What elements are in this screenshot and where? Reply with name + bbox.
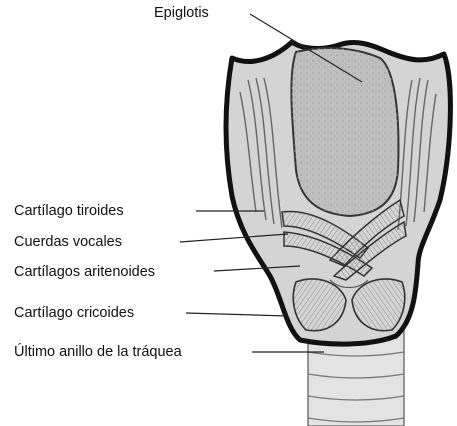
label-last-tracheal-ring: Último anillo de la tráquea <box>14 345 182 360</box>
label-thyroid-cartilage: Cartílago tiroides <box>14 204 124 219</box>
leader-cricoid <box>186 313 288 316</box>
label-epiglottis: Epiglotis <box>154 6 209 21</box>
label-cricoid-cartilage: Cartílago cricoides <box>14 306 134 321</box>
label-vocal-cords: Cuerdas vocales <box>14 235 122 250</box>
label-arytenoid-cartilages: Cartílagos aritenoides <box>14 265 155 280</box>
